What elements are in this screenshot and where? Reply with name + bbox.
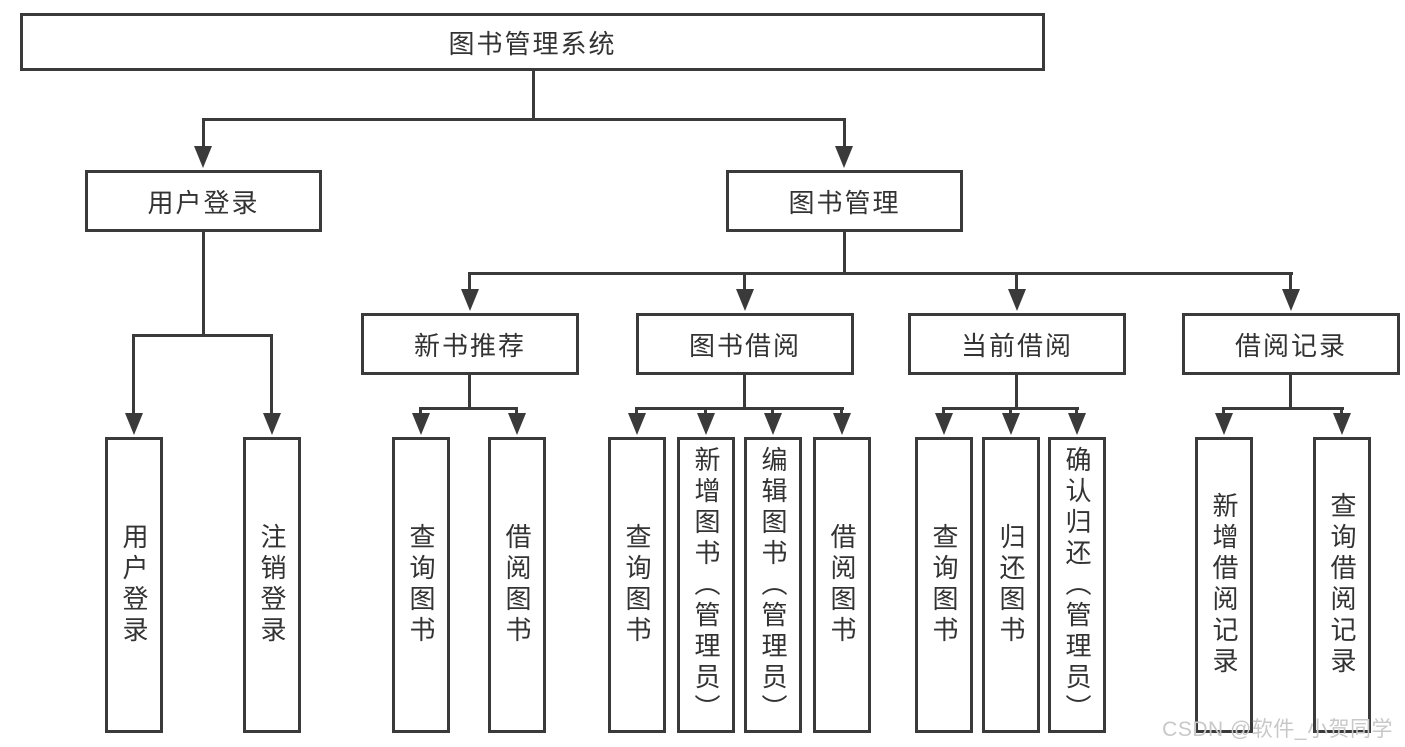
connector-line bbox=[132, 334, 135, 418]
arrowhead-down-icon bbox=[508, 413, 526, 435]
arrowhead-down-icon bbox=[1068, 413, 1086, 435]
arrowhead-down-icon bbox=[1215, 413, 1233, 435]
node-library-management-system-label: 图书管理系统 bbox=[448, 28, 617, 59]
leaf-current-confirm-return-admin: 确认归还（管理员） bbox=[1048, 437, 1106, 733]
arrowhead-down-icon bbox=[628, 413, 646, 435]
leaf-current-return-books-label: 归还图书 bbox=[996, 523, 1026, 647]
connector-line bbox=[469, 272, 1293, 275]
arrowhead-down-icon bbox=[1002, 413, 1020, 435]
leaf-current-query-books-label: 查询图书 bbox=[929, 523, 959, 647]
leaf-borrowing-query-books: 查询图书 bbox=[608, 437, 666, 733]
node-book-borrowing-label: 图书借阅 bbox=[688, 330, 801, 361]
leaf-borrowing-query-books-label: 查询图书 bbox=[622, 523, 652, 647]
connector-line bbox=[1289, 272, 1292, 295]
node-library-management-system: 图书管理系统 bbox=[20, 13, 1045, 71]
arrowhead-down-icon bbox=[1282, 289, 1300, 311]
connector-line bbox=[419, 407, 422, 418]
connector-line bbox=[743, 272, 746, 295]
leaf-recommend-borrow-books-label: 借阅图书 bbox=[502, 523, 532, 647]
leaf-logout-label: 注销登录 bbox=[257, 523, 287, 647]
node-book-management-label: 图书管理 bbox=[788, 187, 901, 218]
connector-line bbox=[840, 407, 843, 418]
connector-line bbox=[202, 118, 846, 121]
arrowhead-down-icon bbox=[697, 413, 715, 435]
connector-line bbox=[532, 71, 535, 121]
leaf-user-login: 用户登录 bbox=[105, 437, 163, 733]
leaf-query-borrow-record: 查询借阅记录 bbox=[1313, 437, 1371, 733]
leaf-current-query-books: 查询图书 bbox=[915, 437, 973, 733]
leaf-recommend-borrow-books: 借阅图书 bbox=[488, 437, 546, 733]
node-new-book-recommend: 新书推荐 bbox=[361, 313, 579, 375]
connector-line bbox=[202, 118, 205, 152]
connector-line bbox=[1009, 407, 1012, 418]
connector-line bbox=[1289, 375, 1292, 410]
connector-line bbox=[942, 407, 945, 418]
node-current-borrowing: 当前借阅 bbox=[908, 313, 1126, 375]
leaf-borrowing-edit-books-admin: 编辑图书（管理员） bbox=[744, 437, 802, 733]
node-borrow-records: 借阅记录 bbox=[1182, 313, 1400, 375]
arrowhead-down-icon bbox=[833, 413, 851, 435]
arrowhead-down-icon bbox=[764, 413, 782, 435]
connector-line bbox=[771, 407, 774, 418]
connector-line bbox=[468, 375, 471, 410]
leaf-current-return-books: 归还图书 bbox=[982, 437, 1040, 733]
connector-line bbox=[1222, 407, 1225, 418]
leaf-user-login-label: 用户登录 bbox=[119, 523, 149, 647]
leaf-borrowing-add-books-admin: 新增图书（管理员） bbox=[677, 437, 735, 733]
connector-line bbox=[1015, 375, 1018, 410]
leaf-recommend-query-books: 查询图书 bbox=[392, 437, 450, 733]
node-book-management: 图书管理 bbox=[726, 170, 963, 232]
leaf-current-confirm-return-admin-label: 确认归还（管理员） bbox=[1062, 445, 1092, 725]
arrowhead-down-icon bbox=[263, 413, 281, 435]
leaf-borrowing-edit-books-admin-label: 编辑图书（管理员） bbox=[758, 445, 788, 725]
connector-line bbox=[515, 407, 518, 418]
arrowhead-down-icon bbox=[125, 413, 143, 435]
arrowhead-down-icon bbox=[194, 146, 212, 168]
arrowhead-down-icon bbox=[935, 413, 953, 435]
node-user-login: 用户登录 bbox=[85, 170, 322, 232]
connector-line bbox=[704, 407, 707, 418]
node-borrow-records-label: 借阅记录 bbox=[1234, 330, 1347, 361]
arrowhead-down-icon bbox=[736, 289, 754, 311]
connector-line bbox=[1222, 407, 1344, 410]
leaf-borrowing-borrow-books: 借阅图书 bbox=[813, 437, 871, 733]
arrowhead-down-icon bbox=[835, 146, 853, 168]
connector-line bbox=[1075, 407, 1078, 418]
leaf-borrowing-add-books-admin-label: 新增图书（管理员） bbox=[691, 445, 721, 725]
arrowhead-down-icon bbox=[1008, 289, 1026, 311]
leaf-add-borrow-record-label: 新增借阅记录 bbox=[1209, 492, 1239, 678]
connector-line bbox=[270, 334, 273, 418]
leaf-recommend-query-books-label: 查询图书 bbox=[406, 523, 436, 647]
node-new-book-recommend-label: 新书推荐 bbox=[413, 330, 526, 361]
arrowhead-down-icon bbox=[412, 413, 430, 435]
connector-line bbox=[419, 407, 518, 410]
csdn-watermark: CSDN @软件_小贺同学 bbox=[1162, 718, 1393, 741]
connector-line bbox=[202, 232, 205, 337]
leaf-logout: 注销登录 bbox=[243, 437, 301, 733]
connector-line bbox=[743, 375, 746, 410]
connector-line bbox=[1015, 272, 1018, 295]
node-book-borrowing: 图书借阅 bbox=[636, 313, 854, 375]
connector-line bbox=[635, 407, 638, 418]
node-current-borrowing-label: 当前借阅 bbox=[960, 330, 1073, 361]
arrowhead-down-icon bbox=[1333, 413, 1351, 435]
connector-line bbox=[1340, 407, 1343, 418]
connector-line bbox=[843, 232, 846, 275]
arrowhead-down-icon bbox=[461, 289, 479, 311]
connector-line bbox=[635, 407, 844, 410]
connector-line bbox=[843, 118, 846, 152]
connector-line bbox=[132, 334, 273, 337]
leaf-add-borrow-record: 新增借阅记录 bbox=[1195, 437, 1253, 733]
connector-line bbox=[468, 272, 471, 295]
leaf-query-borrow-record-label: 查询借阅记录 bbox=[1327, 492, 1357, 678]
node-user-login-label: 用户登录 bbox=[147, 187, 260, 218]
leaf-borrowing-borrow-books-label: 借阅图书 bbox=[827, 523, 857, 647]
